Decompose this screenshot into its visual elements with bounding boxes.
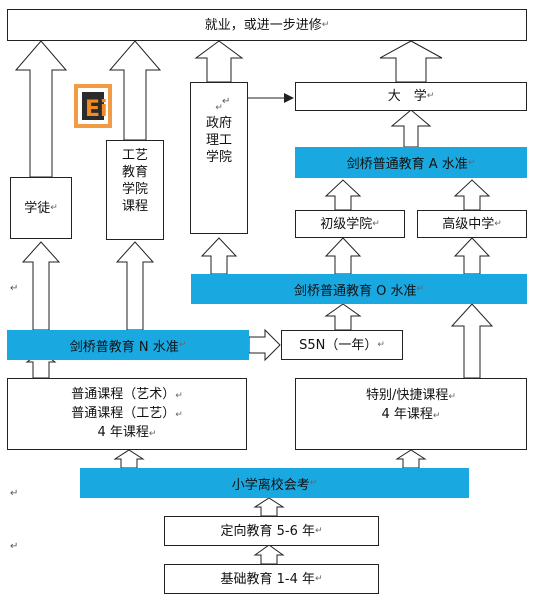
- para-mark: ↵: [175, 390, 183, 401]
- band-o-level: 剑桥普通教育 O 水准↵: [191, 274, 527, 304]
- node-apprentice-label: 学徒: [24, 200, 51, 216]
- band-o-level-label: 剑桥普通教育 O 水准: [293, 283, 417, 299]
- node-ite-line-3: 学院: [121, 182, 148, 197]
- arrow-a-to-university: [390, 109, 432, 148]
- band-a-level: 剑桥普通教育 A 水准↵: [295, 147, 527, 178]
- node-junior-college-label: 初级学院: [320, 216, 373, 232]
- node-apprentice: 学徒↵: [10, 177, 72, 239]
- node-employment-label: 就业，或进一步进修: [204, 17, 322, 33]
- para-mark: ↵: [50, 202, 58, 213]
- node-poly-line-3: 学院: [205, 150, 232, 165]
- arrow-n-to-apprentice: [21, 241, 61, 331]
- node-high-school: 高级中学↵: [417, 210, 527, 238]
- node-foundation: 基础教育 1-4 年↵: [164, 564, 379, 594]
- para-mark: ↵: [148, 428, 157, 439]
- para-mark: ↵: [377, 339, 385, 350]
- para-mark-3: ↵: [10, 541, 19, 552]
- para-mark-1: ↵: [10, 283, 19, 294]
- para-mark: ↵: [467, 157, 476, 168]
- arrow-o-to-poly: [200, 237, 238, 275]
- band-psle-label: 小学离校会考: [231, 477, 310, 493]
- arrow-orientation-to-psle: [253, 497, 285, 517]
- node-university: 大 学↵: [295, 82, 527, 111]
- node-special-line-1: 特别/快捷课程: [366, 388, 449, 403]
- node-poly-line-1: 政府: [205, 116, 232, 131]
- node-normal-line-1: 普通课程（艺术）: [71, 386, 176, 402]
- thin-arrow-head: [284, 93, 294, 103]
- node-high-school-label: 高级中学: [442, 216, 495, 232]
- node-ite-line-2: 教育: [121, 165, 148, 180]
- node-ite: 工艺 教育 学院 课程: [106, 140, 164, 240]
- para-mark-4: ↵: [222, 96, 231, 107]
- arrow-foundation-to-orientation: [253, 544, 285, 565]
- para-mark: ↵: [215, 103, 223, 113]
- node-junior-college: 初级学院↵: [295, 210, 405, 238]
- para-mark-2: ↵: [10, 488, 19, 499]
- node-poly-line-2: 理工: [205, 133, 232, 148]
- para-mark: ↵: [416, 284, 425, 294]
- arrow-psle-to-normal: [113, 449, 145, 469]
- para-mark: ↵: [426, 91, 435, 101]
- watermark-logo: Ei: [72, 80, 128, 132]
- arrow-n-to-s5n: [248, 328, 281, 362]
- arrow-n-to-ite: [115, 241, 155, 331]
- node-orientation-label: 定向教育 5-6 年: [220, 523, 315, 539]
- arrow-ite-to-top: [108, 40, 162, 141]
- node-university-label: 大 学: [387, 89, 427, 104]
- node-polytechnic: ↵ 政府 理工 学院: [190, 82, 248, 234]
- para-mark: ↵: [372, 218, 380, 229]
- node-ite-line-4: 课程: [121, 199, 148, 214]
- arrow-university-to-top: [379, 40, 443, 83]
- arrow-poly-to-top: [194, 40, 244, 83]
- node-s5n-label: S5N（一年）: [299, 337, 378, 353]
- arrow-junior-to-a: [324, 179, 362, 211]
- node-ite-line-1: 工艺: [121, 148, 148, 163]
- node-foundation-label: 基础教育 1-4 年: [220, 571, 315, 587]
- arrow-s5n-to-o: [324, 303, 362, 331]
- para-mark: ↵: [175, 409, 183, 420]
- para-mark: ↵: [321, 19, 330, 30]
- band-psle: 小学离校会考↵: [80, 468, 469, 498]
- para-mark: ↵: [314, 525, 323, 536]
- para-mark: ↵: [178, 340, 187, 350]
- arrow-high-to-a: [453, 179, 491, 211]
- para-mark: ↵: [314, 573, 323, 584]
- para-mark: ↵: [309, 478, 318, 488]
- node-normal-line-3: 4 年课程: [97, 424, 149, 440]
- band-a-level-label: 剑桥普通教育 A 水准: [346, 157, 468, 172]
- band-n-level-label: 剑桥普教育 N 水准: [69, 339, 179, 355]
- arrow-o-to-junior: [324, 237, 362, 275]
- node-normal-line-2: 普通课程（工艺）: [71, 405, 176, 421]
- arrow-special-to-o: [450, 303, 494, 379]
- arrow-apprentice-to-top: [14, 40, 68, 178]
- para-mark: ↵: [448, 392, 456, 402]
- logo-letters: Ei: [85, 97, 108, 122]
- node-s5n: S5N（一年）↵: [281, 330, 403, 360]
- logo-graphic: Ei: [74, 84, 112, 128]
- arrow-o-to-high: [453, 237, 491, 275]
- node-special-course: 特别/快捷课程↵ 4 年课程↵: [295, 378, 527, 450]
- node-orientation: 定向教育 5-6 年↵: [164, 516, 379, 546]
- band-n-level: 剑桥普教育 N 水准↵: [7, 330, 249, 360]
- node-normal-course: 普通课程（艺术）↵ 普通课程（工艺）↵ 4 年课程↵: [7, 378, 247, 450]
- node-special-line-2: 4 年课程: [381, 407, 433, 422]
- arrow-psle-to-special: [395, 449, 427, 469]
- para-mark: ↵: [494, 218, 502, 229]
- para-mark: ↵: [432, 411, 441, 421]
- node-employment: 就业，或进一步进修↵: [7, 9, 527, 41]
